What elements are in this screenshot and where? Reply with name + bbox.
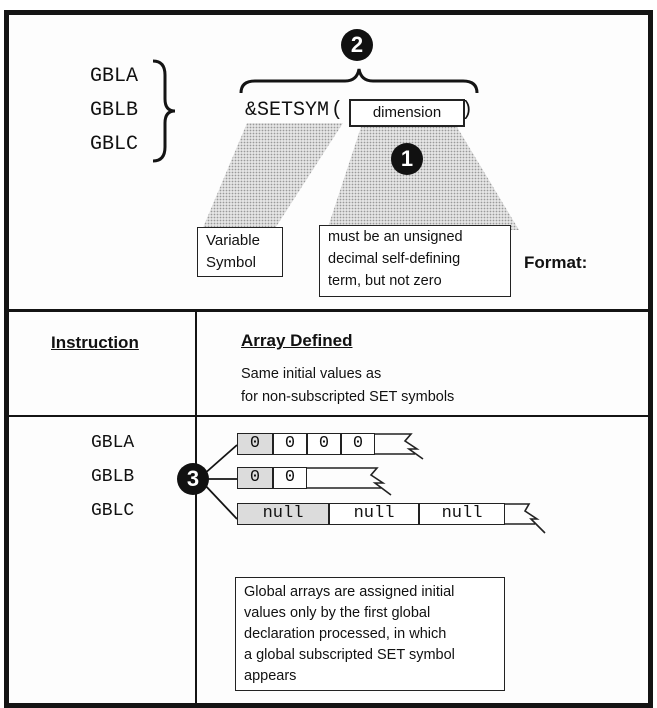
section-divider — [9, 309, 648, 312]
gbla-continuation-break — [375, 433, 424, 460]
instruction-gblc: GBLC — [91, 501, 135, 521]
gblb-cell-2: 0 — [273, 467, 307, 489]
gblc-continuation-break — [505, 503, 546, 534]
gbla-cell-4: 0 — [341, 433, 375, 455]
open-paren: ( — [331, 99, 344, 122]
format-label: Format: — [524, 253, 588, 272]
instruction-gbla: GBLA — [91, 433, 135, 453]
instruction-header: Instruction — [51, 333, 139, 352]
header-divider — [9, 415, 648, 417]
global-arrays-note-box: Global arrays are assigned initial value… — [235, 577, 505, 691]
keyword-group-brace — [152, 59, 176, 163]
note-line-5: appears — [244, 668, 297, 684]
dimension-note-box: must be an unsigned decimal self-definin… — [319, 225, 511, 297]
gblb-cell-1: 0 — [237, 467, 273, 489]
projection-shading — [202, 123, 519, 230]
dimension-note-line-3: term, but not zero — [328, 273, 442, 289]
note-line-2: values only by the first global — [244, 605, 431, 621]
setsym-symbol: &SETSYM — [245, 99, 330, 122]
dimension-wedge — [327, 127, 519, 230]
note-line-1: Global arrays are assigned initial — [244, 584, 455, 600]
keyword-gbla: GBLA — [90, 65, 139, 88]
gblb-continuation-break — [307, 467, 392, 496]
gblc-cell-2: null — [329, 503, 419, 525]
column-divider — [195, 311, 197, 703]
variable-symbol-line-1: Variable — [206, 232, 260, 249]
subheader-line-2: for non-subscripted SET symbols — [241, 389, 455, 405]
close-paren: ) — [461, 99, 474, 122]
gblc-cell-1: null — [237, 503, 329, 525]
instruction-gblb: GBLB — [91, 467, 135, 487]
gbla-cell-3: 0 — [307, 433, 341, 455]
array-defined-subheader: Same initial values as for non-subscript… — [241, 363, 454, 409]
variable-symbol-wedge — [202, 123, 343, 230]
callout-3-connectors — [202, 444, 238, 520]
gbla-cell-1: 0 — [237, 433, 273, 455]
diagram-frame: GBLA GBLB GBLC &SETSYM ( dimension ) 2 1… — [4, 10, 653, 708]
note-line-4: a global subscripted SET symbol — [244, 647, 455, 663]
keyword-gblc: GBLC — [90, 133, 139, 156]
callout-2: 2 — [341, 29, 373, 61]
subheader-line-1: Same initial values as — [241, 366, 382, 382]
callout-1: 1 — [391, 143, 423, 175]
callout-3: 3 — [177, 463, 209, 495]
setsym-top-brace — [239, 68, 479, 94]
gbla-cell-2: 0 — [273, 433, 307, 455]
note-line-3: declaration processed, in which — [244, 626, 447, 642]
variable-symbol-box: Variable Symbol — [197, 227, 283, 277]
array-defined-header: Array Defined — [241, 331, 353, 350]
dimension-box: dimension — [349, 99, 465, 127]
gblc-cell-3: null — [419, 503, 505, 525]
variable-symbol-line-2: Symbol — [206, 254, 257, 271]
dimension-note-line-2: decimal self-defining — [328, 251, 461, 267]
keyword-gblb: GBLB — [90, 99, 139, 122]
dimension-note-line-1: must be an unsigned — [328, 229, 463, 245]
